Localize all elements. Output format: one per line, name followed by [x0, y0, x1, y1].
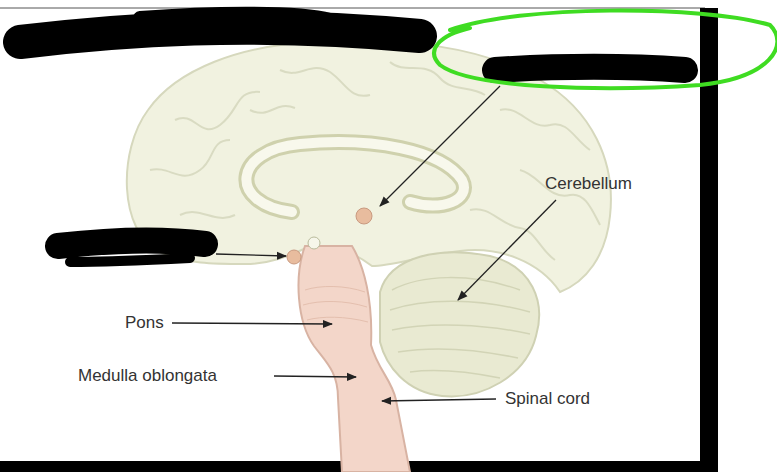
- pons-fibres: [303, 286, 368, 322]
- frame-line: [0, 8, 705, 9]
- cerebellum: [380, 252, 539, 396]
- part-label: Spinal cord: [505, 389, 590, 409]
- part-label: Cerebellum: [545, 174, 632, 194]
- highlight-circle: [434, 11, 777, 89]
- brainstem: [299, 246, 410, 472]
- part-label: Medulla oblongata: [78, 366, 217, 386]
- redaction: [20, 14, 685, 262]
- gyri: [150, 62, 600, 260]
- cerebellum-folia: [390, 278, 530, 378]
- part-label: Pons: [125, 313, 164, 333]
- pineal-gland: [356, 208, 372, 224]
- frame-bar: [700, 8, 718, 472]
- pituitary-gland: [287, 250, 301, 264]
- leader-line: [172, 86, 556, 401]
- corpus-callosum: [246, 142, 464, 212]
- corpus-callosum: [246, 142, 464, 212]
- mammillary-body: [308, 237, 320, 249]
